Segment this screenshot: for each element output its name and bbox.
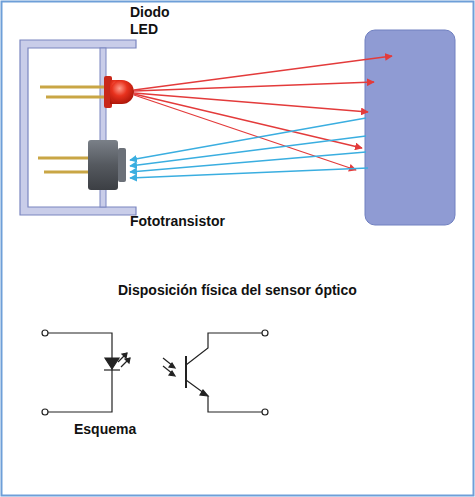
led-component [40, 76, 134, 108]
part-label: Diodo LED [130, 4, 180, 38]
led-symbol [42, 330, 130, 415]
housing [20, 40, 136, 215]
phototransistor-symbol [163, 330, 268, 415]
part-label: Fototransistor [130, 213, 225, 230]
figure-caption: Esquema [74, 421, 136, 438]
reflected-light-rays [130, 118, 368, 178]
target-object [365, 30, 455, 225]
phototransistor-component [38, 140, 126, 190]
figure-caption: Disposición física del sensor óptico [118, 282, 357, 299]
